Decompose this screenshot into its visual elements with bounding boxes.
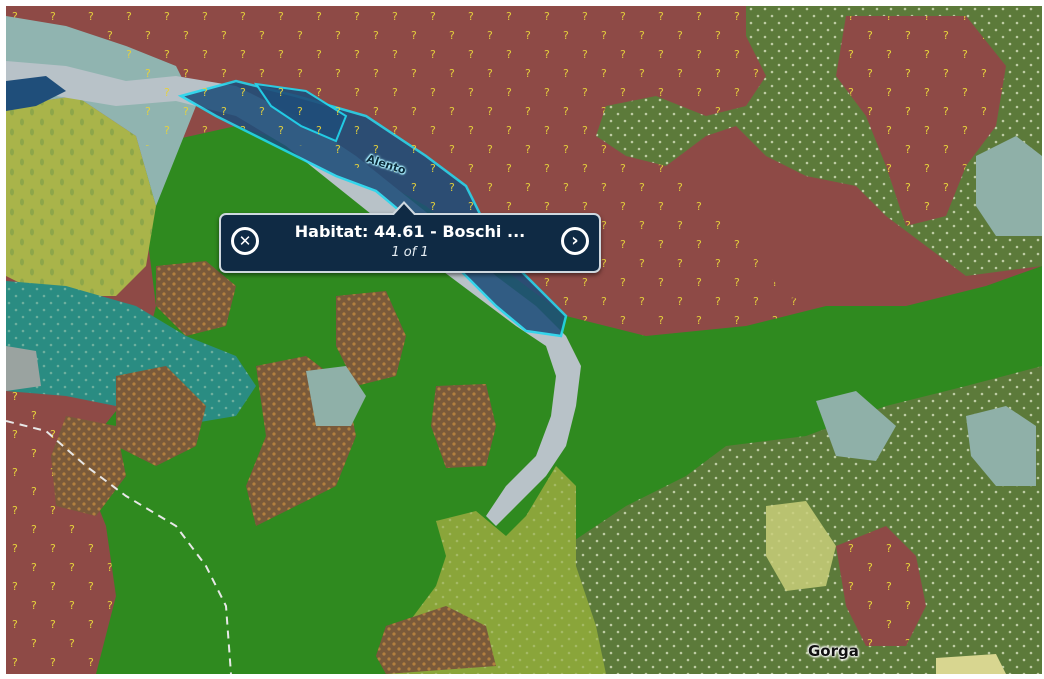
popup-count: 1 of 1 bbox=[391, 245, 429, 260]
popup-pointer-inner bbox=[393, 204, 415, 216]
chevron-right-circle-icon[interactable]: › bbox=[561, 227, 589, 255]
town-label: Gorga bbox=[808, 642, 859, 660]
map-layers: ? ? ? ? bbox=[6, 6, 1042, 674]
map-view[interactable]: ? ? ? ? bbox=[6, 6, 1042, 674]
close-circle-icon[interactable]: ✕ bbox=[231, 227, 259, 255]
popup-title: Habitat: 44.61 - Boschi ... bbox=[294, 222, 526, 241]
identify-popup: ✕ Habitat: 44.61 - Boschi ... 1 of 1 › bbox=[219, 201, 601, 273]
